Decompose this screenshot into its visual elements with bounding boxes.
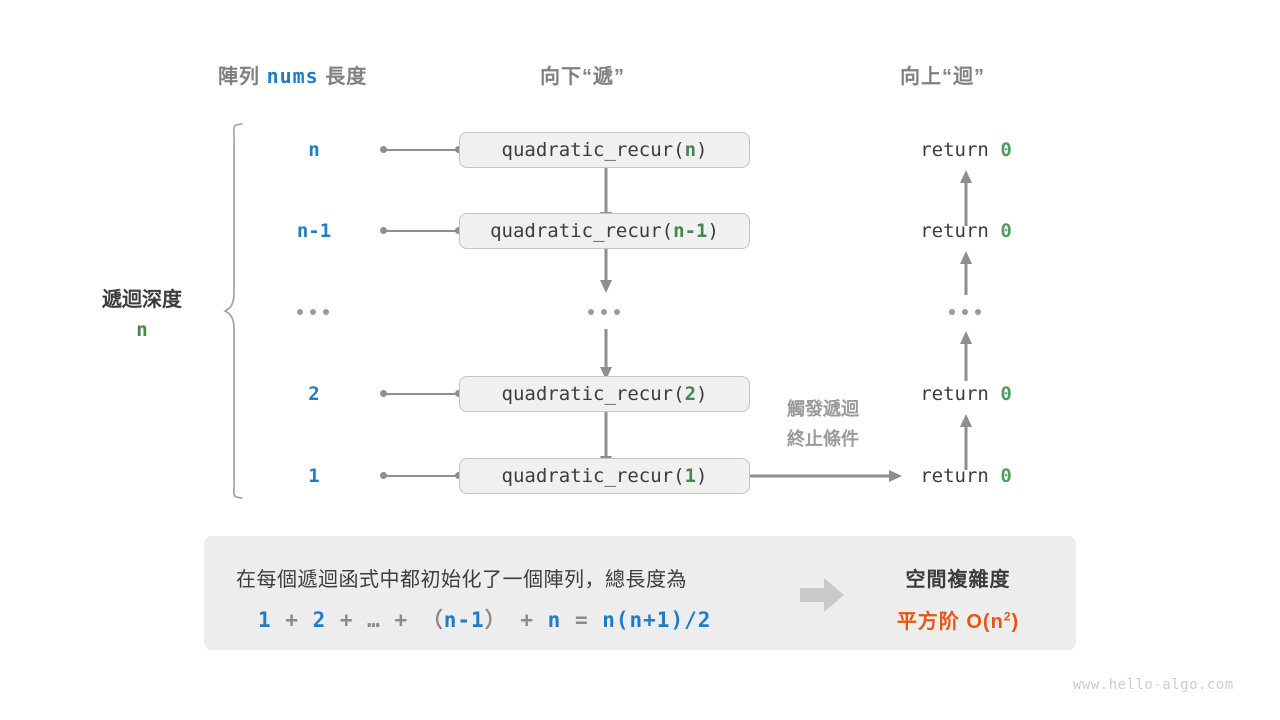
call-box-arg: 2 [684, 383, 697, 405]
summary-formula: 1 + 2 + … + （n-1） + n = n(n+1)/2 [258, 604, 711, 634]
call-box[interactable]: quadratic_recur(2) [459, 376, 750, 412]
formula-part: 1 [258, 608, 272, 632]
call-box-name: quadratic_recur( [501, 465, 685, 487]
watermark: www.hello-algo.com [1073, 677, 1234, 693]
call-box-close: ) [696, 383, 708, 405]
header-ascend: 向上“迴” [900, 66, 985, 88]
row-connector [380, 226, 462, 236]
formula-part: ） [484, 608, 507, 632]
call-box-arg: 1 [684, 465, 697, 487]
return-keyword: return [920, 465, 1001, 487]
return-label: return 0 [896, 465, 1036, 487]
return-keyword: return [920, 383, 1001, 405]
return-label: return 0 [896, 220, 1036, 242]
base-case-arrow-icon [750, 470, 902, 482]
call-box[interactable]: quadratic_recur(1) [459, 458, 750, 494]
row-depth-label: n [308, 139, 320, 161]
call-ellipsis [588, 309, 620, 315]
header-descend: 向下“遞” [540, 66, 625, 88]
return-label: return 0 [896, 139, 1036, 161]
call-box-name: quadratic_recur( [501, 139, 685, 161]
row-connector [380, 471, 462, 481]
space-complexity-title: 空間複雜度 [905, 569, 1011, 591]
row-depth-label: n-1 [296, 220, 332, 242]
summary-panel [204, 536, 1076, 650]
header-array-length: 陣列 nums 長度 [218, 60, 367, 89]
formula-part: + … + [326, 608, 422, 632]
ascend-arrow-icon [960, 331, 972, 381]
ascend-arrow-icon [960, 414, 972, 470]
depth-brace-icon [223, 123, 243, 499]
header-array-prefix: 陣列 [218, 66, 260, 88]
formula-part: n [547, 608, 562, 632]
return-ellipsis [949, 309, 981, 315]
formula-part: （ [421, 608, 444, 632]
call-box[interactable]: quadratic_recur(n-1) [459, 213, 750, 249]
formula-part: 2 [312, 608, 327, 632]
depth-title: 遞迴深度 [102, 289, 182, 311]
row-connector [380, 145, 462, 155]
call-box-name: quadratic_recur( [501, 383, 685, 405]
call-box-close: ) [696, 139, 708, 161]
descend-arrow-icon [600, 329, 612, 380]
return-value: 0 [1000, 139, 1012, 161]
space-complexity-value: 平方阶 O(n2) [848, 605, 1068, 634]
complexity-exponent: 2 [1003, 609, 1012, 624]
trigger-note-line1: 觸發遞迴 [787, 399, 859, 419]
return-value: 0 [1000, 465, 1012, 487]
return-value: 0 [1000, 383, 1012, 405]
summary-description: 在每個遞迴函式中都初始化了一個陣列，總長度為 [236, 569, 687, 591]
ascend-arrow-icon [960, 251, 972, 295]
depth-ellipsis [297, 309, 329, 315]
call-box-arg: n [684, 139, 697, 161]
row-depth-label: 2 [308, 383, 320, 405]
descend-arrow-icon [600, 249, 612, 293]
trigger-note-line2: 終止條件 [787, 429, 859, 449]
call-box-name: quadratic_recur( [490, 220, 674, 242]
call-box[interactable]: quadratic_recur(n) [459, 132, 750, 168]
header-array-suffix: 長度 [325, 66, 368, 88]
return-label: return 0 [896, 383, 1036, 405]
row-connector [380, 389, 462, 399]
formula-part: n-1 [443, 608, 485, 632]
formula-part: + [271, 608, 313, 632]
call-box-arg: n-1 [673, 220, 708, 242]
formula-part: n(n+1)/2 [602, 608, 712, 632]
implies-arrow-icon [800, 578, 844, 612]
formula-part: + [506, 608, 548, 632]
formula-part: = [561, 608, 603, 632]
complexity-suffix: ) [1011, 611, 1020, 633]
header-array-code: nums [266, 64, 319, 88]
complexity-prefix: 平方阶 O(n [896, 611, 1004, 633]
trigger-note: 觸發遞迴 終止條件 [748, 394, 898, 454]
ascend-arrow-icon [960, 170, 972, 226]
return-keyword: return [920, 220, 1001, 242]
call-box-close: ) [696, 465, 708, 487]
return-value: 0 [1000, 220, 1012, 242]
row-depth-label: 1 [308, 465, 320, 487]
call-box-close: ) [707, 220, 719, 242]
depth-value: n [136, 319, 148, 341]
return-keyword: return [920, 139, 1001, 161]
